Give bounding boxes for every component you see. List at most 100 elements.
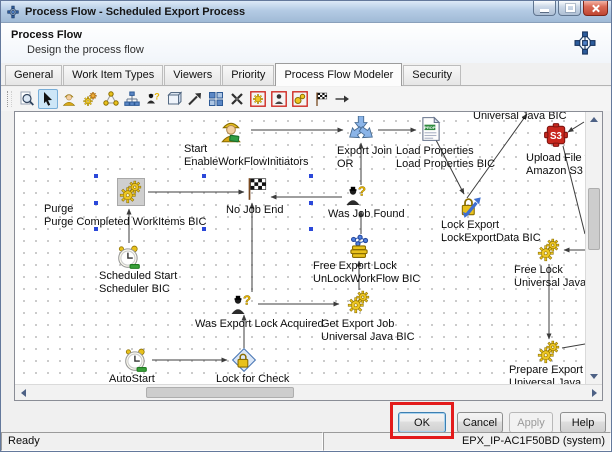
select-tool[interactable] <box>38 89 58 109</box>
selection-handle[interactable] <box>309 227 313 231</box>
status-server: EPX_IP-AC1F50BD (system) <box>323 432 611 451</box>
scroll-up-button[interactable] <box>586 112 602 127</box>
down-arrow-icon <box>590 374 598 379</box>
svg-text:S3: S3 <box>550 131 563 142</box>
doc-icon: PROP <box>418 116 444 142</box>
window-icon <box>6 5 20 19</box>
annotation-highlight <box>390 402 454 439</box>
selection-handle[interactable] <box>309 174 313 178</box>
node-label: Prepare Export ErrUniversal Java BIC <box>509 364 585 384</box>
locknet-icon <box>346 234 372 260</box>
maximize-button[interactable] <box>558 1 581 16</box>
header-subtitle: Design the process flow <box>27 44 144 56</box>
cancel-button[interactable]: Cancel <box>457 412 503 433</box>
apply-button[interactable]: Apply <box>509 412 553 433</box>
clock-icon <box>116 244 142 270</box>
window-controls <box>531 1 608 16</box>
horizontal-scroll-thumb[interactable] <box>146 387 294 398</box>
flag-icon <box>243 176 269 202</box>
gears-icon <box>346 289 372 315</box>
gears-icon <box>536 237 562 263</box>
process-flow-icon <box>572 30 598 56</box>
lockcheck-icon <box>231 347 257 373</box>
selection-handle[interactable] <box>201 227 206 231</box>
delete-group-tool[interactable] <box>290 89 310 109</box>
tab-general[interactable]: General <box>5 65 63 85</box>
svg-text:?: ? <box>358 184 366 199</box>
flow-connections <box>126 113 585 363</box>
tab-security[interactable]: Security <box>403 65 462 85</box>
node-label: Upload File toAmazon S3 BIC <box>526 152 585 177</box>
tab-work-item-types[interactable]: Work Item Types <box>63 65 164 85</box>
help-button[interactable]: Help <box>560 412 606 433</box>
node-label: Lock for CheckLockWorkFlow BIC <box>216 373 290 384</box>
process-tool[interactable] <box>80 89 100 109</box>
delete-actor-tool[interactable] <box>269 89 289 109</box>
selection-handle[interactable] <box>309 200 313 205</box>
selection-handle[interactable] <box>94 200 98 205</box>
window-title: Process Flow - Scheduled Export Process <box>25 5 246 18</box>
node-label: Universal Java BIC <box>473 112 567 122</box>
tab-priority[interactable]: Priority <box>222 65 275 85</box>
toolbar-grip <box>7 91 12 107</box>
vertical-scroll-thumb[interactable] <box>588 188 600 250</box>
svg-text:?: ? <box>243 293 251 308</box>
dialog-header: Process Flow Design the process flow <box>1 23 611 64</box>
delete-process-tool[interactable] <box>248 89 268 109</box>
subprocess-tool[interactable] <box>164 89 184 109</box>
connector-tool[interactable] <box>332 89 352 109</box>
rotate-tool[interactable] <box>227 89 247 109</box>
node-label: Was Export Lock Acquired <box>195 318 324 330</box>
svg-text:PROP: PROP <box>424 125 435 130</box>
selection-handle[interactable] <box>94 227 98 231</box>
horizontal-scrollbar[interactable] <box>15 384 602 400</box>
actor-tool[interactable] <box>59 89 79 109</box>
vertical-scrollbar[interactable] <box>585 112 602 384</box>
link-tool[interactable] <box>185 89 205 109</box>
scroll-down-button[interactable] <box>586 369 602 384</box>
close-button[interactable] <box>583 1 608 16</box>
svg-text:?: ? <box>154 92 160 102</box>
zoom-tool[interactable] <box>17 89 37 109</box>
clock-icon <box>123 347 149 373</box>
tab-process-flow-modeler[interactable]: Process Flow Modeler <box>275 63 403 86</box>
scroll-left-button[interactable] <box>15 385 31 400</box>
tab-viewers[interactable]: Viewers <box>164 65 222 85</box>
up-arrow-icon <box>590 117 598 122</box>
node-label: No Job End <box>226 204 284 216</box>
scroll-right-button[interactable] <box>586 385 602 400</box>
decision-icon: ? <box>228 292 254 318</box>
group-tool[interactable] <box>101 89 121 109</box>
end-node-tool[interactable] <box>311 89 331 109</box>
selection-handle[interactable] <box>94 174 98 178</box>
node-label: Was Job Found <box>328 208 405 220</box>
layout-tool[interactable] <box>206 89 226 109</box>
status-message: Ready <box>1 432 323 451</box>
maximize-icon <box>566 4 575 12</box>
gears-icon <box>117 178 145 206</box>
minimize-button[interactable] <box>533 1 556 16</box>
worker-icon <box>218 119 244 145</box>
s3-icon: S3 <box>543 122 569 148</box>
decision-icon: ? <box>343 183 369 209</box>
title-bar[interactable]: Process Flow - Scheduled Export Process <box>1 1 611 23</box>
node-label: AutoStartScheduler BIC <box>109 373 155 384</box>
selection-handle[interactable] <box>201 174 206 178</box>
minimize-icon <box>540 9 549 12</box>
split-join-tool[interactable] <box>122 89 142 109</box>
join-icon <box>348 116 374 142</box>
decision-tool[interactable]: ? <box>143 89 163 109</box>
